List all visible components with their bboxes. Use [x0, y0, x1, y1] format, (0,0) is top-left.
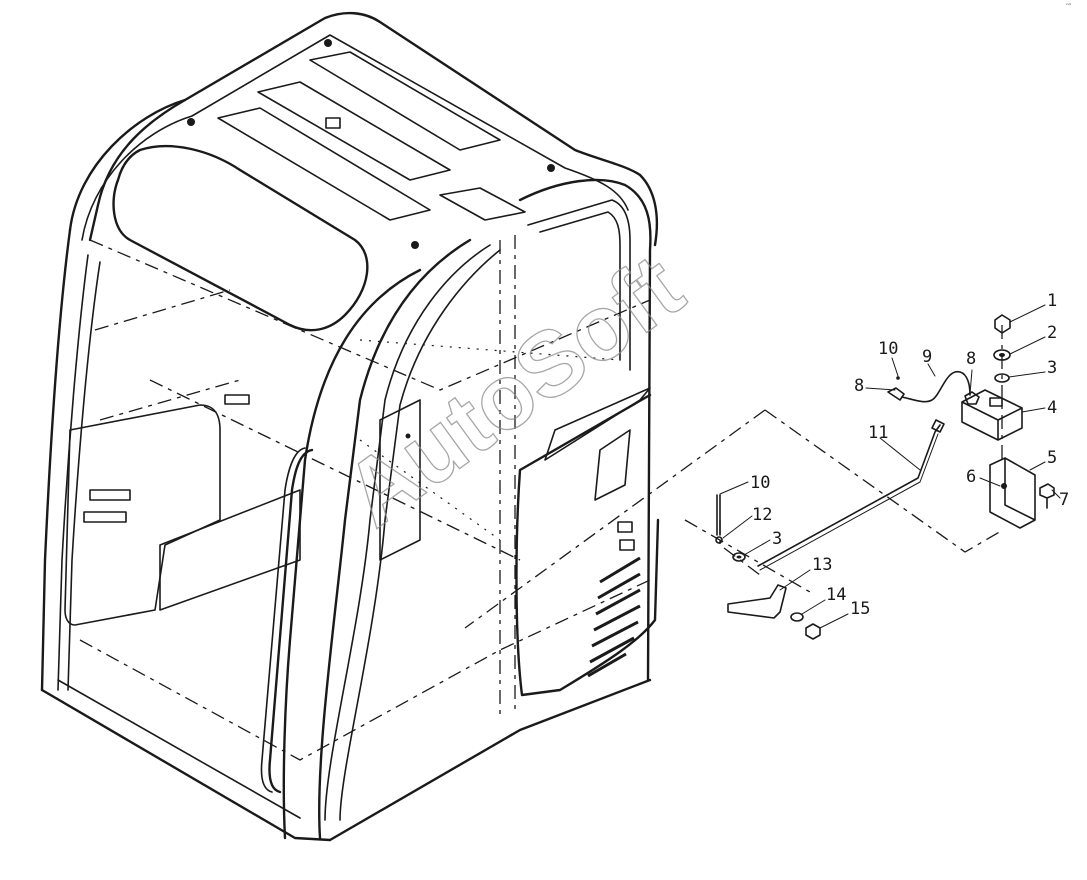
left-pillar-inner-2 — [57, 254, 89, 691]
roof-inner-edge — [81, 34, 629, 241]
part-11-rod — [757, 424, 941, 567]
part-12-ring — [715, 536, 723, 544]
part-3-washer-lower — [732, 552, 746, 562]
callout-3-lower: 3 — [772, 529, 782, 549]
hidden-edge-8 — [94, 289, 231, 331]
callout-5: 5 — [1047, 448, 1057, 468]
roof-vent-3 — [217, 107, 431, 221]
part-14-washer — [790, 612, 804, 622]
cab-base-right — [328, 678, 652, 842]
callout-14: 14 — [826, 585, 846, 605]
door-latch-box — [619, 539, 635, 551]
cab-base-inner — [57, 679, 301, 819]
part-9-cable — [901, 371, 971, 403]
louvre-grille — [587, 556, 641, 678]
callout-15: 15 — [850, 599, 870, 619]
hidden-edge-9 — [99, 379, 241, 421]
callout-labels: 1 2 3 4 5 6 7 8 8 9 10 11 10 12 3 13 14 … — [750, 291, 1069, 619]
left-pillar-inner — [67, 261, 101, 691]
part-11-rod-tip — [931, 419, 945, 433]
door-seal-2 — [339, 249, 501, 821]
part-4-striker — [961, 389, 1023, 441]
assembly-line-right — [764, 409, 1004, 553]
callout-7: 7 — [1059, 490, 1069, 510]
rear-upper-arc — [518, 178, 652, 682]
door-latch — [544, 387, 651, 461]
callout-8-right: 8 — [966, 349, 976, 369]
inner-plate-1 — [89, 489, 131, 501]
part-10-pin-lower — [716, 494, 721, 536]
part-2-washer-hole — [999, 353, 1005, 357]
callout-4: 4 — [1047, 398, 1057, 418]
part-3-washer-lower-hole — [736, 555, 742, 559]
rear-window-frame-inner — [539, 211, 621, 361]
callout-12: 12 — [752, 505, 772, 525]
hidden-edge-3 — [149, 379, 521, 561]
callout-11: 11 — [868, 423, 888, 443]
callout-10-upper: 10 — [878, 339, 898, 359]
roof-bolt-3 — [411, 241, 419, 249]
rear-window-frame — [527, 199, 631, 371]
cab-base-front — [40, 688, 332, 842]
callout-8-left: 8 — [854, 376, 864, 396]
inner-panel-right — [379, 399, 421, 561]
callout-9: 9 — [922, 347, 932, 367]
roof-front-edge — [88, 98, 187, 242]
front-windshield-top — [112, 144, 369, 332]
callout-6: 6 — [966, 467, 976, 487]
left-front-pillar — [40, 228, 72, 692]
inner-rear-window — [64, 404, 221, 626]
roof-bolt-4 — [547, 164, 555, 172]
part-7-bolt — [1039, 483, 1055, 509]
right-front-pillar-inner — [318, 238, 472, 840]
part-2-washer — [993, 349, 1011, 361]
door-seal-1 — [324, 244, 491, 821]
callout-13: 13 — [812, 555, 832, 575]
inner-plate-3 — [224, 394, 250, 405]
inner-bolt — [405, 433, 411, 439]
callout-1: 1 — [1047, 291, 1057, 311]
inner-plate-2 — [83, 511, 127, 523]
leader-lines — [719, 304, 1061, 629]
part-10-pin-upper — [896, 376, 900, 380]
assembly-line-lower — [684, 519, 811, 593]
part-15-bolt — [805, 623, 821, 640]
inner-seat-block — [159, 489, 301, 611]
door-latch-box-2 — [617, 521, 633, 533]
roof-vent-2 — [257, 81, 451, 181]
part-3-washer — [994, 373, 1010, 383]
hidden-edge-6 — [359, 339, 621, 361]
part-8-cable-end-right — [964, 391, 980, 405]
exploded-parts — [464, 314, 1055, 640]
assembly-line-main — [464, 409, 766, 629]
part-8-cable-end-left — [887, 387, 905, 401]
roof-vent-4 — [439, 187, 526, 221]
roof-bolt-1 — [324, 39, 332, 47]
part-11-rod-edge — [759, 433, 939, 571]
assembly-line-lower-2 — [719, 520, 761, 576]
part-13-lever — [727, 584, 787, 619]
right-front-pillar-outer — [282, 268, 422, 840]
grab-handle-inner — [260, 447, 306, 793]
part-5-bracket — [989, 457, 1036, 529]
callout-3: 3 — [1047, 358, 1057, 378]
roof-vent-1 — [309, 51, 501, 151]
hidden-edge-2 — [79, 579, 651, 761]
part-4-slot — [989, 397, 1003, 407]
hidden-edge-7 — [359, 439, 501, 541]
roof-outline — [68, 11, 659, 247]
side-door-panel — [515, 393, 660, 697]
roof-bolt-2 — [187, 118, 195, 126]
hidden-edge-1 — [89, 239, 651, 391]
cab-assembly — [40, 11, 660, 842]
roof-small-square — [325, 117, 341, 129]
corner-mark: ′″ — [1066, 3, 1072, 13]
callout-2: 2 — [1047, 323, 1057, 343]
part-1-nut — [994, 314, 1011, 334]
part-6-bolt — [1001, 483, 1007, 489]
callout-10-lower: 10 — [750, 473, 770, 493]
door-lock-plate — [594, 429, 631, 501]
grab-handle — [268, 448, 314, 794]
